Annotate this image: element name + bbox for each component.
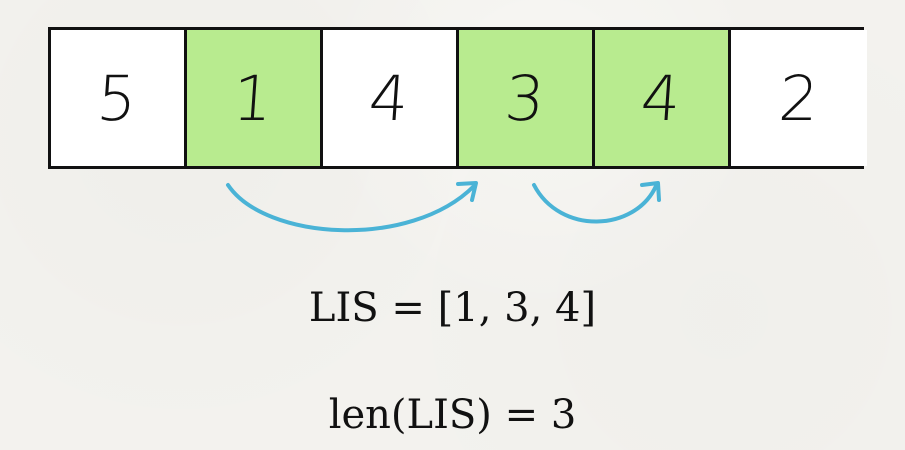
array-cell-value: 3 xyxy=(502,61,549,135)
arc-1-to-3 xyxy=(226,183,476,233)
arc-3-to-4 xyxy=(532,183,658,224)
array-cell-3: 3 xyxy=(459,30,595,166)
arrowhead-3-to-4 xyxy=(640,181,661,202)
arrowhead-1-to-3 xyxy=(456,181,478,202)
lis-formula: LIS = [1, 3, 4] xyxy=(308,285,597,331)
array-cell-5: 2 xyxy=(731,30,867,166)
array-cell-1: 1 xyxy=(187,30,323,166)
array-cell-value: 1 xyxy=(230,61,277,135)
len-lis-formula: len(LIS) = 3 xyxy=(328,392,577,438)
array-cell-0: 5 xyxy=(51,30,187,166)
array-cell-2: 4 xyxy=(323,30,459,166)
array-cell-value: 4 xyxy=(638,61,685,135)
array-cell-4: 4 xyxy=(595,30,731,166)
array-cell-value: 5 xyxy=(94,61,141,135)
array-row: 5 1 4 3 4 2 xyxy=(48,27,867,169)
array-cell-value: 2 xyxy=(776,61,822,135)
array-cell-value: 4 xyxy=(366,61,413,135)
